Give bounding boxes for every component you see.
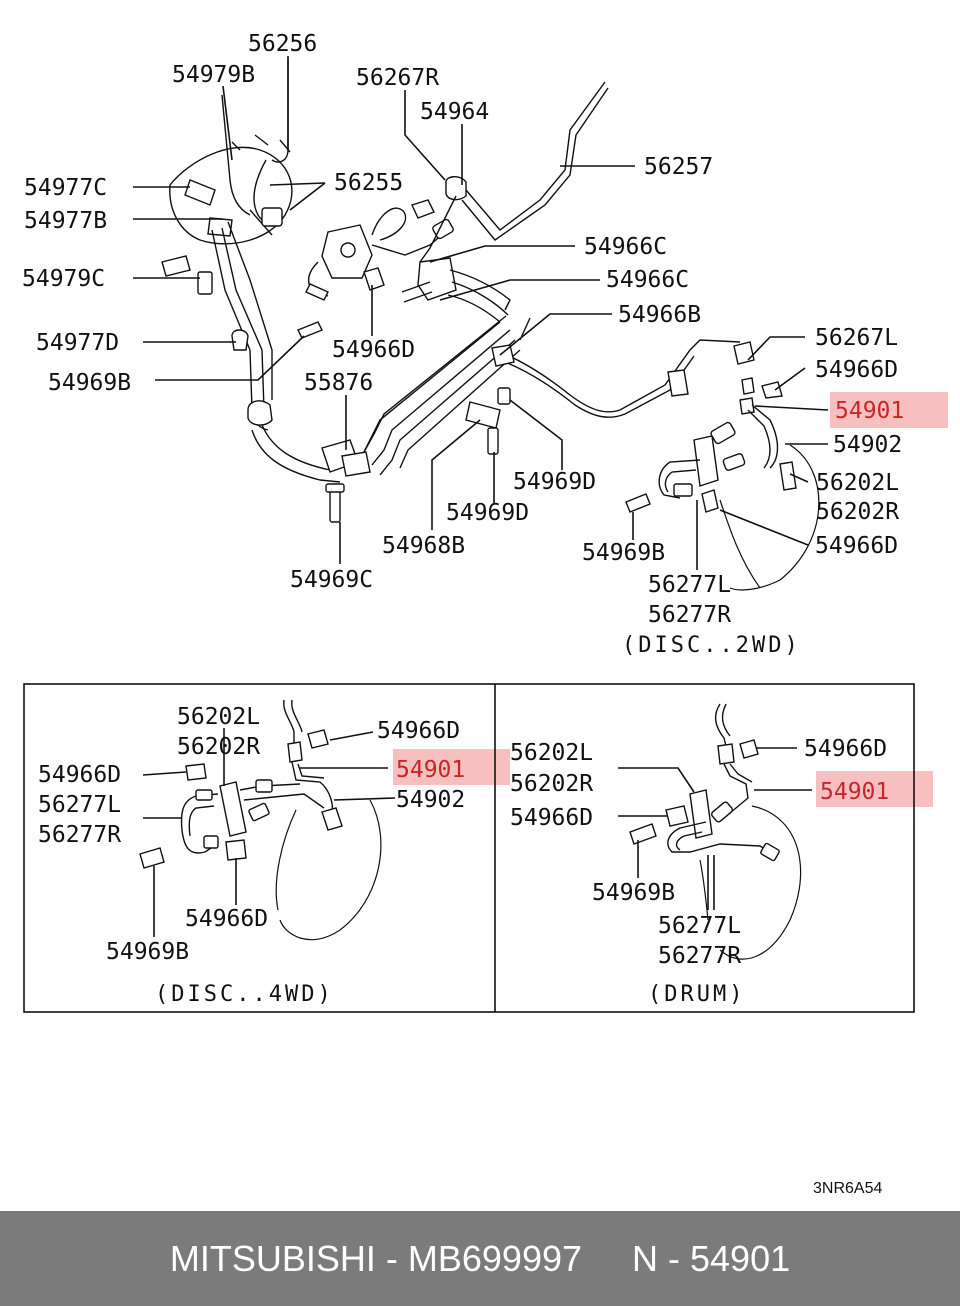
caption-disc-2wd: (DISC..2WD) <box>622 633 801 658</box>
label-54901-top[interactable]: 54901 <box>835 398 904 424</box>
label-54979b[interactable]: 54979B <box>172 62 255 88</box>
label-54966d-top[interactable]: 54966D <box>332 337 415 363</box>
label-56202r-drum[interactable]: 56202R <box>510 771 593 797</box>
leader-lines-drum <box>618 747 812 910</box>
caption-drum: (DRUM) <box>648 982 745 1007</box>
label-54969c[interactable]: 54969C <box>290 567 373 593</box>
label-56202l-4wd[interactable]: 56202L <box>177 704 260 730</box>
top-labels: 56256 54979B 56267R 54964 56257 54977C 5… <box>22 31 904 658</box>
label-54966d-4wd-b[interactable]: 54966D <box>38 762 121 788</box>
label-54977b[interactable]: 54977B <box>24 208 107 234</box>
label-56277l-top[interactable]: 56277L <box>648 572 731 598</box>
label-56277r-top[interactable]: 56277R <box>648 602 731 628</box>
label-54966d-4wd-a[interactable]: 54966D <box>377 718 460 744</box>
label-54969b-top[interactable]: 54969B <box>48 370 131 396</box>
label-54969b-4wd[interactable]: 54969B <box>106 939 189 965</box>
label-54964[interactable]: 54964 <box>420 99 489 125</box>
labels-drum: 56202L 54966D 56202R 54901 54966D 54969B… <box>510 736 889 1007</box>
leader-lines-4wd <box>142 728 396 937</box>
label-54901-4wd[interactable]: 54901 <box>396 757 465 783</box>
label-54977d[interactable]: 54977D <box>36 330 119 356</box>
label-54902-top[interactable]: 54902 <box>833 432 902 458</box>
footer-bar: MITSUBISHI - MB699997 N - 54901 <box>0 1211 960 1306</box>
label-54979c[interactable]: 54979C <box>22 266 105 292</box>
highlight-54901-top <box>830 392 948 428</box>
leader-lines-top <box>133 56 829 570</box>
label-54966d-r1[interactable]: 54966D <box>815 357 898 383</box>
label-54966d-drum-a[interactable]: 54966D <box>804 736 887 762</box>
diagram-code: 3NR6A54 <box>813 1180 882 1197</box>
labels-4wd: 56202L 54966D 56202R 54966D 54901 56277L… <box>38 704 465 1007</box>
panel-frame <box>23 683 915 1013</box>
label-54968b[interactable]: 54968B <box>382 533 465 559</box>
label-54966b[interactable]: 54966B <box>618 302 701 328</box>
main-assembly-drawing <box>161 60 820 591</box>
label-56202r-top[interactable]: 56202R <box>816 499 899 525</box>
label-54966d-r2[interactable]: 54966D <box>815 533 898 559</box>
drum-drawing <box>629 703 802 960</box>
label-56256[interactable]: 56256 <box>248 31 317 57</box>
label-56257[interactable]: 56257 <box>644 154 713 180</box>
highlight-54901-4wd <box>393 749 510 785</box>
label-54966d-drum-b[interactable]: 54966D <box>510 805 593 831</box>
label-54969d-2[interactable]: 54969D <box>446 500 529 526</box>
label-54901-drum[interactable]: 54901 <box>820 779 889 805</box>
label-54969d-1[interactable]: 54969D <box>513 469 596 495</box>
label-54966c-2[interactable]: 54966C <box>606 267 689 293</box>
label-56277r-4wd[interactable]: 56277R <box>38 822 121 848</box>
brake-line-diagram: 56256 54979B 56267R 54964 56257 54977C 5… <box>22 31 948 1197</box>
caption-disc-4wd: (DISC..4WD) <box>155 982 334 1007</box>
label-54969b-mid[interactable]: 54969B <box>582 540 665 566</box>
label-56267r[interactable]: 56267R <box>356 65 439 91</box>
label-56202l-top[interactable]: 56202L <box>816 470 899 496</box>
label-56277r-drum[interactable]: 56277R <box>658 943 741 969</box>
label-54966d-4wd-c[interactable]: 54966D <box>185 906 268 932</box>
label-54977c[interactable]: 54977C <box>24 175 107 201</box>
label-56255[interactable]: 56255 <box>334 170 403 196</box>
label-56277l-drum[interactable]: 56277L <box>658 913 741 939</box>
footer-part-info: MITSUBISHI - MB699997 N - 54901 <box>169 1237 791 1279</box>
label-56267l[interactable]: 56267L <box>815 325 898 351</box>
label-56277l-4wd[interactable]: 56277L <box>38 792 121 818</box>
label-56202r-4wd[interactable]: 56202R <box>177 734 260 760</box>
label-56202l-drum[interactable]: 56202L <box>510 740 593 766</box>
label-55876[interactable]: 55876 <box>304 370 373 396</box>
label-54969b-drum[interactable]: 54969B <box>592 880 675 906</box>
disc-4wd-drawing <box>139 699 382 941</box>
label-54966c-1[interactable]: 54966C <box>584 234 667 260</box>
label-54902-4wd[interactable]: 54902 <box>396 787 465 813</box>
